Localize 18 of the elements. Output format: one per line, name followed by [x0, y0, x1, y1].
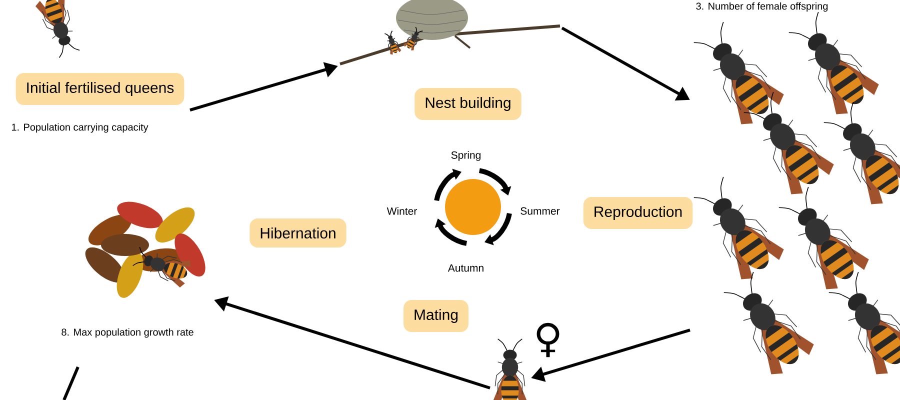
stage-box: Reproduction: [583, 197, 693, 229]
season-label: Summer: [520, 207, 560, 215]
season-label: Spring: [451, 151, 480, 161]
stage-box: Hibernation: [250, 218, 346, 248]
stage-box: Initial fertilised queens: [16, 73, 184, 105]
nest-drawing: [340, 0, 560, 66]
wasp-swarm-drawing: [693, 12, 900, 374]
female-symbol: ♀: [536, 322, 560, 358]
wasp-drawing: [36, 0, 80, 58]
stage-box: Mating: [404, 300, 469, 332]
season-label: Winter: [386, 207, 417, 215]
note-text: 1. Population carrying capacity: [12, 123, 148, 133]
wasp-drawing: [492, 338, 528, 400]
season-label: Autumn: [448, 264, 484, 272]
note-text: 3. Number of female offspring: [696, 2, 828, 12]
note-text: 8. Max population growth rate: [62, 328, 194, 338]
stage-box: Nest building: [414, 88, 522, 120]
leaves-wasp-drawing: [85, 202, 206, 298]
